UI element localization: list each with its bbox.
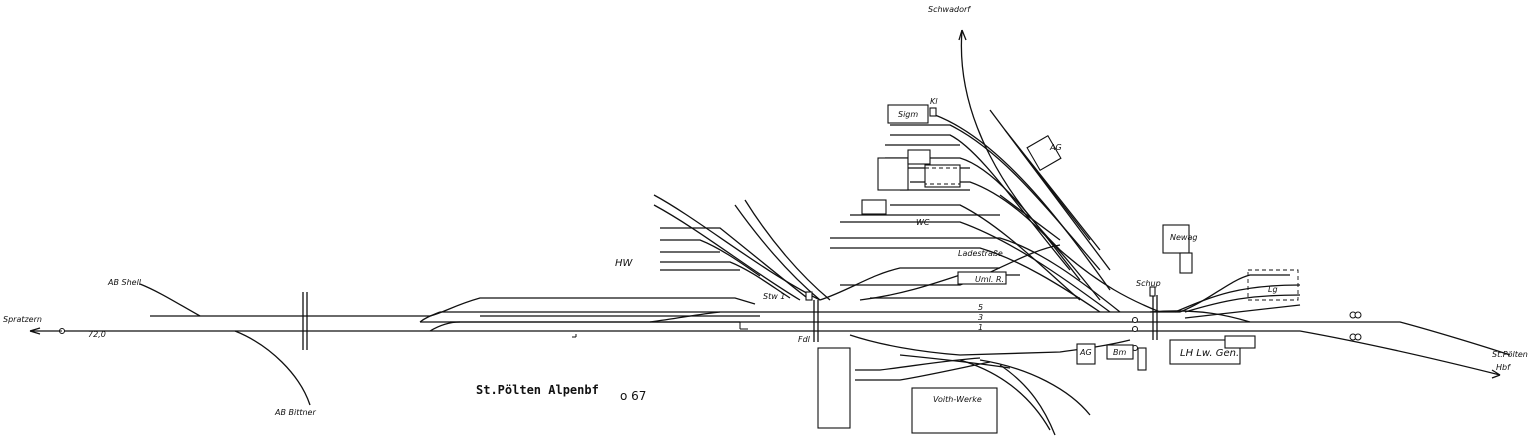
label-sigm: Sigm	[898, 110, 918, 119]
shed-building	[907, 149, 931, 165]
shed-building	[877, 157, 909, 191]
kl-building	[929, 107, 937, 117]
label-ag-bottom: AG	[1079, 348, 1092, 357]
label-track-1: 1	[978, 323, 983, 332]
newag-building	[1162, 224, 1190, 254]
stw-hut	[805, 291, 813, 301]
label-kl: Kl	[930, 97, 938, 106]
signal-icon	[1354, 311, 1362, 319]
label-track-3: 3	[978, 313, 983, 322]
label-st-poelten-hbf-2: Hbf	[1496, 363, 1511, 372]
label-fdl: Fdl	[798, 335, 811, 344]
signal-icon	[1132, 326, 1138, 332]
central-yard	[819, 29, 1161, 313]
shed-outline	[924, 167, 961, 185]
label-uml-r: Uml. R.	[975, 275, 1004, 284]
label-lh-lw-gen: LH Lw. Gen.	[1180, 348, 1239, 359]
lh-annex	[1224, 335, 1256, 349]
lg-shed-outline	[1247, 269, 1299, 301]
plan-code: o 67	[620, 389, 646, 403]
ag-bottom-building	[1076, 343, 1096, 365]
eastern-yard	[1132, 274, 1511, 379]
label-newag: Newag	[1170, 233, 1197, 242]
schup-hut	[1149, 286, 1156, 297]
label-bm: Bm	[1113, 348, 1126, 357]
label-st-poelten-hbf-1: St.Pölten	[1492, 350, 1528, 359]
label-ag-top: AG	[1049, 143, 1062, 152]
small-building	[861, 199, 887, 215]
sigm-building	[887, 104, 929, 124]
label-stw1: Stw 1	[763, 292, 785, 301]
label-spratzern: Spratzern	[3, 315, 42, 324]
label-lg: Lg	[1268, 285, 1278, 294]
main-line	[29, 283, 1180, 406]
label-schup: Schup	[1136, 279, 1161, 288]
newag-annex	[1179, 252, 1193, 274]
label-ladestrasse: Ladestraße	[958, 249, 1003, 258]
label-voith-werke: Voith-Werke	[933, 395, 982, 404]
label-ab-bittner: AB Bittner	[274, 408, 316, 417]
signal-icon	[1354, 333, 1362, 341]
warehouse-building	[817, 347, 851, 429]
labels: Spratzern AB Shell AB Bittner 72,0 HW St…	[3, 5, 1528, 417]
hw-yard	[653, 194, 831, 301]
label-track-5: 5	[978, 303, 983, 312]
ag-top-building	[1026, 134, 1062, 172]
signal-icon	[1132, 317, 1138, 323]
label-km: 72,0	[88, 330, 106, 339]
buildings	[805, 104, 1299, 434]
bm-building	[1106, 344, 1134, 360]
label-schwadorf: Schwadorf	[928, 5, 971, 14]
hut-building	[1137, 347, 1147, 371]
label-wc: WC	[916, 218, 930, 227]
uml-r-building	[957, 271, 1007, 285]
voith-building	[911, 387, 998, 434]
label-ab-shell: AB Shell	[107, 278, 142, 287]
page-title: St.Pölten Alpenbf	[476, 383, 599, 397]
label-hw: HW	[615, 258, 634, 269]
